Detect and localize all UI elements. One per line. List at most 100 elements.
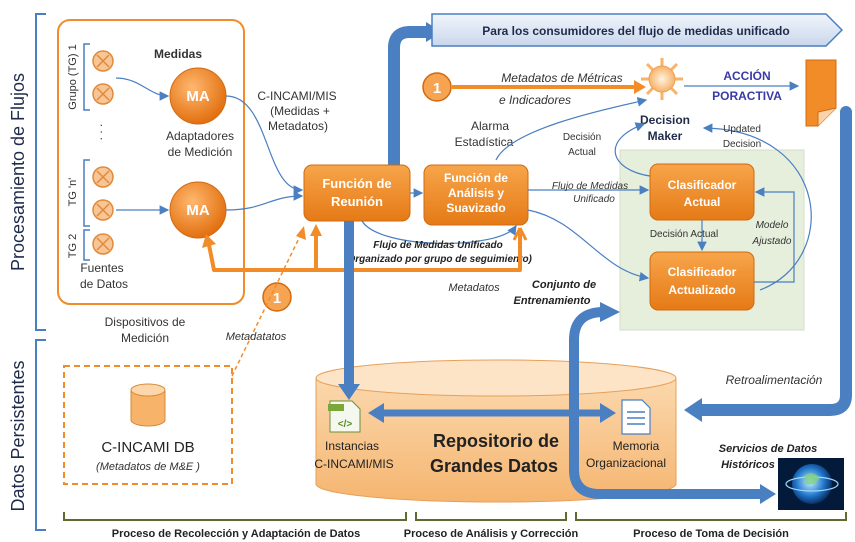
sources-label-1: Fuentes: [80, 261, 123, 275]
metadatos-label: Metadatos: [448, 282, 500, 294]
tg-n-label: TG 'n': [67, 178, 79, 207]
clasificador-actualizado-box: Clasificador Actualizado: [649, 251, 755, 311]
sensor-icon: [92, 199, 114, 221]
updated-decision-label-1: Updated: [723, 124, 761, 135]
svg-text:1: 1: [433, 80, 441, 97]
updated-decision-label-2: Decision: [723, 139, 761, 150]
persistent-bracket: [35, 339, 46, 531]
flujo-organizado-label-2: (Organizado por grupo de seguimiento): [344, 254, 532, 265]
repositorio-label-2: Grandes Datos: [430, 456, 558, 476]
svg-text:Función de: Función de: [444, 171, 508, 185]
metadatos-feedback-arrow: [206, 228, 522, 272]
decision-actual-label-2: Actual: [568, 147, 596, 158]
cincami-db-sub: (Metadatos de M&E ): [96, 461, 200, 473]
repositorio-label-1: Repositorio de: [433, 431, 559, 451]
svg-text:Actual: Actual: [684, 195, 721, 209]
svg-text:Reunión: Reunión: [331, 194, 383, 209]
flujo-unificado-label-1: Flujo de Medidas: [552, 181, 628, 192]
svg-text:Suavizado: Suavizado: [446, 201, 505, 215]
sensor-icon: [92, 233, 114, 255]
decision-actual-label-1: Decisión: [563, 132, 601, 143]
database-icon: [130, 383, 166, 427]
metadata-badge-bottom: 1: [262, 282, 292, 312]
funcion-analisis-box: Función de Análisis y Suavizado: [423, 164, 529, 226]
cincami-db-label: C-INCAMI DB: [101, 439, 194, 456]
flow-to-consumers-arrow: [388, 26, 434, 171]
svg-text:1: 1: [273, 290, 281, 307]
clasificador-actual-box: Clasificador Actual: [649, 163, 755, 221]
process-bracket-3: [575, 512, 847, 521]
cincami-mis-label-1: C-INCAMI/MIS: [257, 89, 336, 103]
svg-text:Clasificador: Clasificador: [668, 265, 737, 279]
flujo-organizado-label-1: Flujo de Medidas Unificado: [373, 240, 502, 251]
section-title-processing: Procesamiento de Flujos: [8, 73, 28, 271]
svg-text:Función de: Función de: [322, 176, 391, 191]
process-label-2: Proceso de Análisis y Corrección: [404, 528, 579, 540]
metadata-badge-top: 1: [422, 72, 452, 102]
document-icon: [621, 399, 651, 435]
retroalimentacion-label: Retroalimentación: [726, 373, 823, 387]
decision-actual-2-label: Decisión Actual: [650, 229, 718, 240]
retroalimentacion-arrow: [694, 106, 852, 416]
funcion-reunion-box: Función de Reunión: [303, 164, 411, 222]
sensor-icon: [92, 50, 114, 72]
sensor-icon: [92, 166, 114, 188]
memoria-label-1: Memoria: [613, 439, 660, 453]
svg-text:Actualizado: Actualizado: [668, 283, 735, 297]
svg-text:MA: MA: [186, 202, 209, 219]
svg-text:</>: </>: [338, 419, 353, 430]
action-document-icon: [805, 59, 837, 127]
metadatatos-label: Metadatatos: [226, 331, 287, 343]
metadatos-metricas-label-1: Metadatos de Métricas: [501, 71, 622, 85]
accion-label-1: ACCIÓN: [723, 68, 770, 83]
modelo-ajustado-label-1: Modelo: [756, 220, 789, 231]
section-title-persistent: Datos Persistentes: [8, 360, 28, 511]
globe-icon: [778, 458, 844, 510]
flujo-unificado-label-2: Unificado: [573, 194, 615, 205]
svg-text:MA: MA: [186, 88, 209, 105]
svg-text:Análisis y: Análisis y: [448, 186, 504, 200]
alarma-label-2: Estadística: [455, 135, 514, 149]
repository-cylinder: [315, 359, 677, 503]
servicios-label-1: Servicios de Datos: [719, 443, 817, 455]
processing-bracket: [35, 13, 46, 331]
metadatatos-link: [231, 231, 303, 377]
devices-label-2: Medición: [121, 331, 169, 345]
process-label-1: Proceso de Recolección y Adaptación de D…: [112, 528, 360, 540]
conjunto-label-2: Entrenamiento: [513, 295, 590, 307]
devices-label-1: Dispositivos de: [105, 315, 186, 329]
consumers-banner-text: Para los consumidores del flujo de medid…: [482, 24, 789, 38]
cincami-mis-label-2: (Medidas +: [270, 104, 330, 118]
sensor-icon: [92, 83, 114, 105]
servicios-label-2: Históricos: [721, 459, 775, 471]
historical-data-arrow: [569, 307, 762, 499]
medidas-label: Medidas: [154, 47, 202, 61]
tg2-label: TG 2: [67, 234, 79, 258]
instancias-label-1: Instancias: [325, 439, 379, 453]
process-label-3: Proceso de Toma de Decisión: [633, 528, 789, 540]
sources-label-2: de Datos: [80, 277, 128, 291]
measurement-adapter-1: MA: [169, 67, 227, 125]
cincami-db-panel: [63, 365, 233, 485]
accion-label-2: PORACTIVA: [712, 89, 782, 103]
modelo-ajustado-label-2: Ajustado: [752, 236, 792, 247]
svg-text:Clasificador: Clasificador: [668, 178, 737, 192]
conjunto-label-1: Conjunto de: [532, 279, 596, 291]
process-bracket-1: [63, 512, 407, 521]
adapters-label-1: Adaptadores: [166, 129, 234, 143]
decision-maker-icon: [641, 58, 683, 100]
consumers-banner: [431, 13, 844, 47]
cincami-mis-label-3: Metadatos): [268, 119, 328, 133]
xml-file-icon: </>: [328, 400, 361, 433]
process-bracket-2: [415, 512, 567, 521]
memoria-label-2: Organizacional: [586, 456, 666, 470]
adapters-label-2: de Medición: [168, 145, 233, 159]
instancias-label-2: C-INCAMI/MIS: [314, 457, 393, 471]
decision-maker-label-1: Decision: [640, 113, 690, 127]
group1-label: Grupo (TG) 1: [67, 44, 79, 109]
decision-maker-label-2: Maker: [648, 129, 683, 143]
metadatos-metricas-label-2: e Indicadores: [499, 93, 571, 107]
dots-separator: . . .: [91, 124, 105, 141]
